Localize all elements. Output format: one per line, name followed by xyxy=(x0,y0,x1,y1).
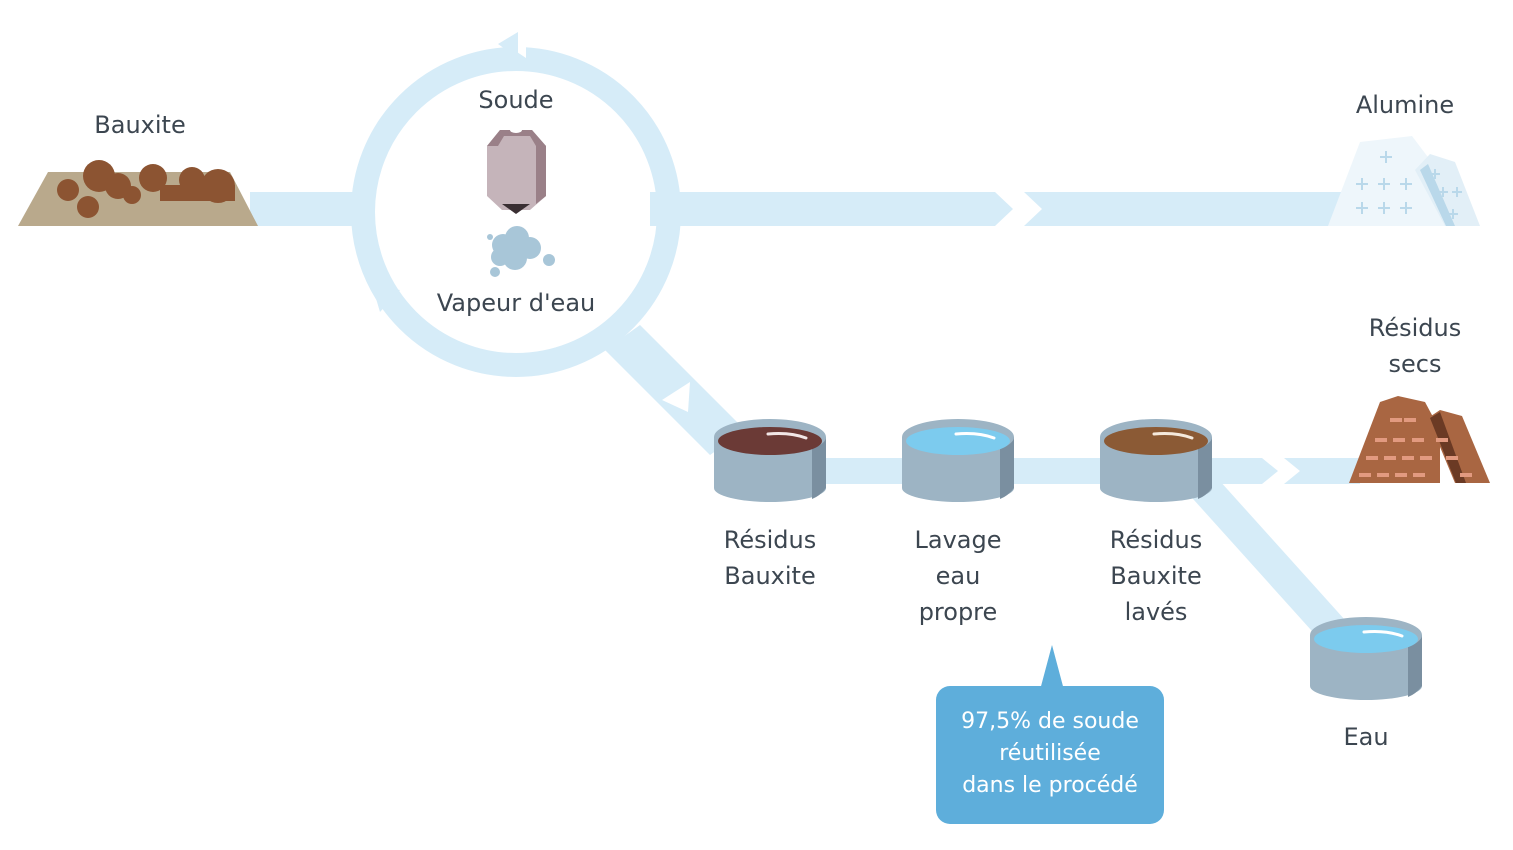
soude-capsule-icon xyxy=(487,127,546,214)
tank-eau-icon xyxy=(1310,617,1422,700)
label-alumine: Alumine xyxy=(1355,91,1455,119)
dry-residue-pile-icon xyxy=(1349,396,1490,483)
callout-line: 97,5% de soude xyxy=(961,709,1139,734)
callout-box: 97,5% de soude réutilisée dans le procéd… xyxy=(936,686,1164,824)
tank-residus-laves-icon xyxy=(1100,419,1212,502)
label-residus-bauxite: Résidus Bauxite xyxy=(723,526,817,590)
alumine-pile-icon xyxy=(1328,136,1480,226)
label-residus-secs: Résidus secs xyxy=(1368,314,1462,378)
label-soude: Soude xyxy=(478,86,554,114)
tank-flow xyxy=(820,458,1360,640)
callout-line: réutilisée xyxy=(999,741,1101,766)
recycle-loop xyxy=(351,30,681,377)
callout-line: dans le procédé xyxy=(962,773,1138,798)
label-eau: Eau xyxy=(1343,723,1389,751)
main-flow xyxy=(250,192,1350,226)
bauxite-pile-icon xyxy=(18,160,258,226)
tank-lavage-icon xyxy=(902,419,1014,502)
diagonal-flow xyxy=(605,325,745,455)
tank-residus-bauxite-icon xyxy=(714,419,826,502)
callout-pointer xyxy=(1040,645,1064,690)
label-bauxite: Bauxite xyxy=(94,111,186,139)
steam-cloud-icon xyxy=(487,226,555,277)
label-vapeur: Vapeur d'eau xyxy=(436,289,596,317)
label-residus-laves: Résidus Bauxite lavés xyxy=(1109,526,1203,626)
label-lavage: Lavage eau propre xyxy=(914,526,1002,626)
